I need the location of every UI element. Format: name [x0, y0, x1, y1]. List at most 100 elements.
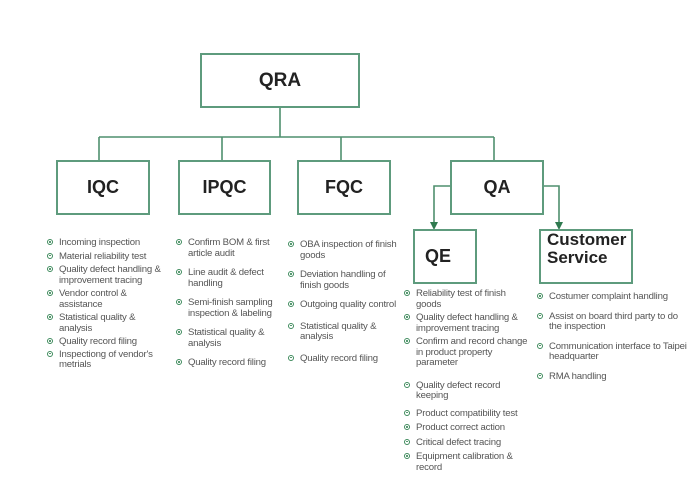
qe-duty-text: Quality defect handling & improvement tr… [416, 312, 518, 334]
node-ipqc-label: IPQC [202, 177, 247, 197]
node-qe: QE [413, 229, 477, 284]
bullet-icon [288, 271, 294, 277]
bullet-icon [404, 338, 410, 344]
ipqc-duty-text: Line audit & defect handling [188, 267, 264, 289]
iqc-duty-item: Quality record filing [47, 336, 165, 348]
bullet-icon [404, 381, 410, 388]
bullet-icon [404, 424, 410, 430]
bullet-icon [537, 293, 543, 299]
iqc-duty-text: Quality defect handling & improvement tr… [59, 264, 161, 286]
ipqc-duty-item: Statistical quality & analysis [176, 327, 288, 349]
bullet-icon [288, 301, 294, 307]
bullet-icon [47, 290, 53, 296]
qe-duty-text: Equipment calibration & record [416, 451, 513, 473]
node-customer-service-line1: Customer [547, 230, 627, 249]
node-fqc: FQC [297, 160, 391, 215]
iqc-duty-text: Vendor control & assistance [59, 288, 127, 310]
qe-duty-item: Equipment calibration & record [404, 451, 532, 473]
iqc-duty-text: Inspectiong of vendor's metrials [59, 348, 153, 370]
bullet-icon [176, 299, 182, 305]
bullet-icon [47, 266, 53, 272]
qe-duty-text: Quality defect record keeping [416, 379, 501, 401]
bullet-icon [404, 453, 410, 459]
qe-duty-item: Product correct action [404, 422, 532, 434]
cs-duty-item: Costumer complaint handling [537, 291, 687, 303]
cs-duty-item: RMA handling [537, 370, 687, 383]
cs-duty-item: Assist on board third party to do the in… [537, 310, 687, 333]
iqc-duty-text: Statistical quality & analysis [59, 312, 136, 334]
iqc-duty-text: Material reliability test [59, 250, 147, 262]
qe-duty-text: Confirm and record change in product pro… [416, 336, 528, 368]
cs-duty-text: Assist on board third party to do the in… [549, 310, 678, 332]
qe-duty-text: Product compatibility test [416, 407, 518, 419]
cs-duty-text: Costumer complaint handling [549, 291, 668, 302]
ipqc-duty-text: Confirm BOM & first article audit [188, 237, 270, 259]
fqc-duty-text: Deviation handling of finish goods [300, 269, 386, 291]
node-qra-label: QRA [258, 69, 302, 91]
cs-duty-text: Communication interface to Taipei headqu… [549, 340, 687, 362]
qe-duty-item: Confirm and record change in product pro… [404, 336, 532, 369]
cs-duty-item: Communication interface to Taipei headqu… [537, 340, 687, 363]
fqc-duty-text: Quality record filing [300, 352, 378, 364]
bullet-icon [404, 290, 410, 296]
iqc-duty-item: Quality defect handling & improvement tr… [47, 264, 165, 286]
node-qra: QRA [200, 53, 360, 108]
iqc-duty-text: Quality record filing [59, 336, 137, 347]
iqc-duty-item: Inspectiong of vendor's metrials [47, 348, 165, 371]
qe-duty-item: Reliability test of finish goods [404, 288, 532, 310]
ipqc-duty-item: Quality record filing [176, 357, 288, 369]
ipqc-duty-item: Confirm BOM & first article audit [176, 237, 288, 259]
node-qa: QA [450, 160, 544, 215]
fqc-duty-item: Outgoing quality control [288, 299, 400, 311]
bullet-icon [288, 241, 294, 247]
qe-duty-text: Product correct action [416, 422, 505, 433]
fqc-duty-text: Statistical quality & analysis [300, 320, 377, 342]
qe-duty-item: Critical defect tracing [404, 436, 532, 449]
iqc-duty-item: Vendor control & assistance [47, 288, 165, 310]
node-ipqc: IPQC [178, 160, 271, 215]
qe-duty-text: Reliability test of finish goods [416, 288, 506, 310]
cs-duty-text: RMA handling [549, 370, 607, 382]
bullet-icon [404, 314, 410, 320]
qe-duty-item: Product compatibility test [404, 407, 532, 420]
bullet-icon [537, 342, 543, 349]
bullet-icon [288, 322, 294, 329]
ipqc-duty-text: Semi-finish sampling inspection & labeli… [188, 297, 273, 319]
qe-duty-text: Critical defect tracing [416, 436, 501, 448]
node-customer-service: Customer Service [539, 229, 633, 284]
fqc-duty-text: Outgoing quality control [300, 299, 396, 310]
node-iqc-label: IQC [86, 177, 119, 197]
bullet-icon [176, 239, 182, 245]
bullet-icon [404, 409, 410, 416]
fqc-duty-item: Quality record filing [288, 352, 400, 365]
connector-qa-cs [543, 185, 563, 230]
iqc-duty-item: Material reliability test [47, 250, 165, 263]
ipqc-duty-item: Line audit & defect handling [176, 267, 288, 289]
ipqc-duty-text: Statistical quality & analysis [188, 327, 265, 349]
bullet-icon [176, 359, 182, 365]
bullet-icon [47, 338, 53, 344]
iqc-duty-text: Incoming inspection [59, 237, 140, 248]
bullet-icon [176, 329, 182, 335]
bullet-icon [404, 438, 410, 445]
node-customer-service-line2: Service [547, 248, 608, 267]
fqc-duty-item: Deviation handling of finish goods [288, 269, 400, 291]
fqc-duty-item: OBA inspection of finish goods [288, 239, 400, 261]
qe-duty-item: Quality defect handling & improvement tr… [404, 312, 532, 334]
bullet-icon [47, 239, 53, 245]
node-iqc: IQC [56, 160, 150, 215]
ipqc-duty-item: Semi-finish sampling inspection & labeli… [176, 297, 288, 319]
node-qe-label: QE [425, 246, 452, 266]
qe-duty-item: Quality defect record keeping [404, 379, 532, 402]
iqc-duty-item: Incoming inspection [47, 237, 165, 249]
ipqc-duty-text: Quality record filing [188, 357, 266, 368]
bullet-icon [47, 252, 53, 259]
bullet-icon [176, 269, 182, 275]
fqc-duty-text: OBA inspection of finish goods [300, 239, 397, 261]
bullet-icon [288, 354, 294, 361]
